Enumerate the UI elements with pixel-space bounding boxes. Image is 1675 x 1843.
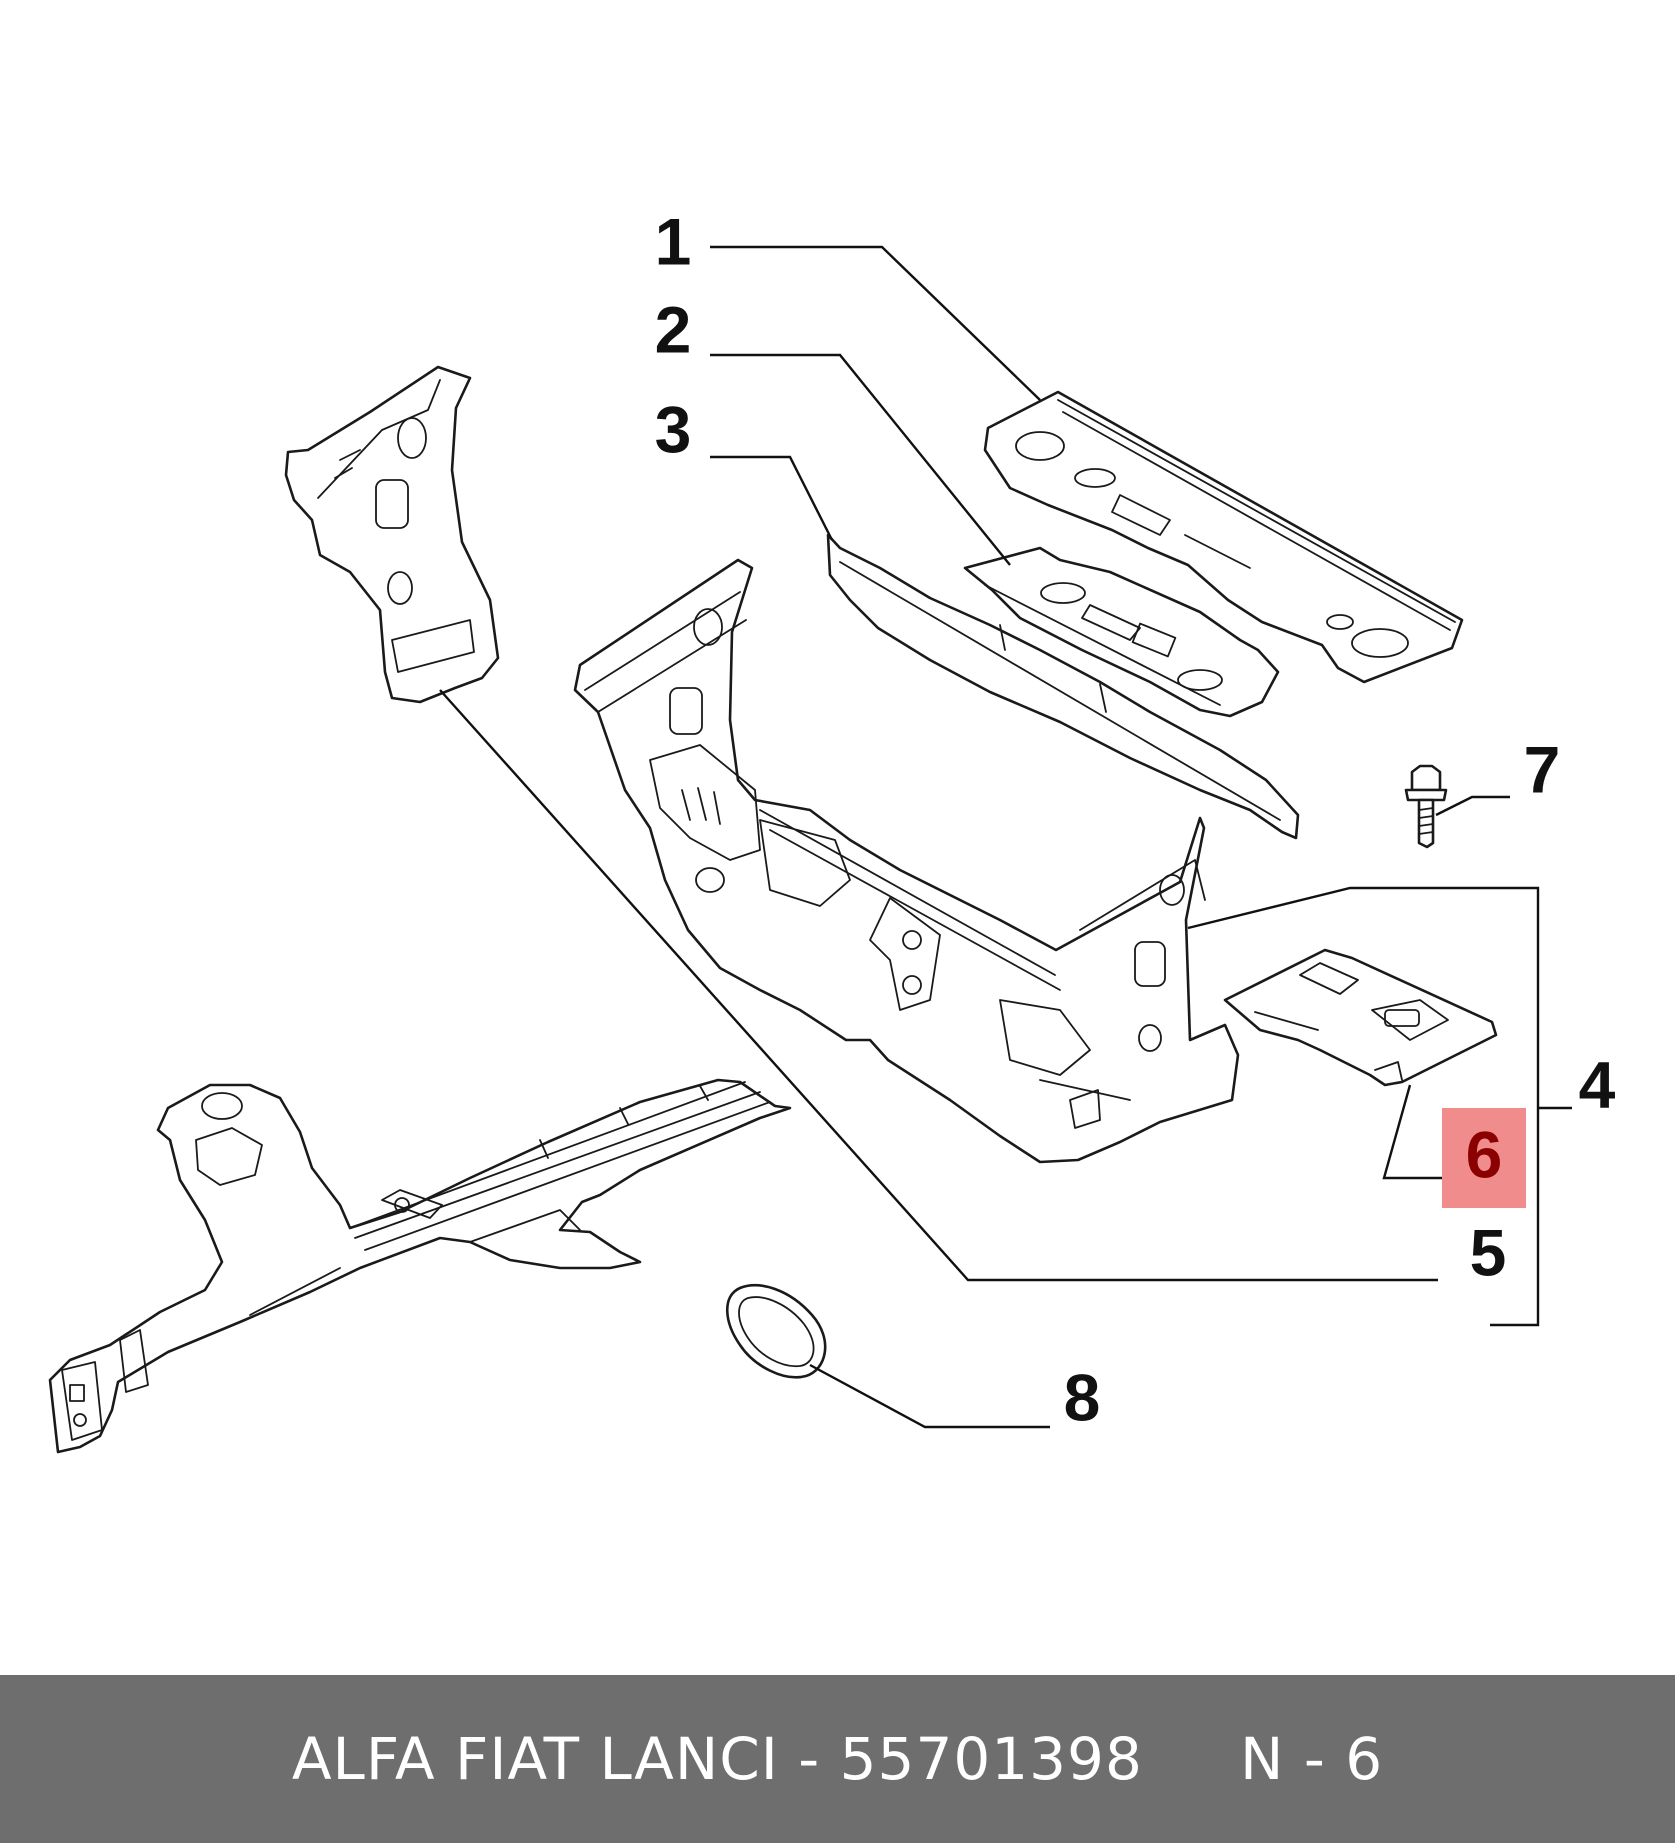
leader-8	[809, 1363, 1050, 1429]
leader-4	[1187, 886, 1540, 1327]
parts-diagram: 1 2 3 4 5 6 7 8	[48, 204, 1616, 1454]
part-3-lower-brace	[826, 533, 1300, 840]
leader-7	[1435, 795, 1510, 817]
footer-brand: ALFA FIAT LANCI	[291, 1725, 779, 1793]
footer-position-label: N - 6	[1240, 1725, 1384, 1793]
callout-7: 7	[1524, 732, 1561, 806]
part-1-upper-crossmember	[983, 390, 1464, 684]
leader-1	[710, 245, 1041, 401]
callout-5: 5	[1470, 1215, 1507, 1289]
callout-4: 4	[1579, 1047, 1616, 1121]
footer-part-number: 55701398	[839, 1725, 1143, 1793]
part-8-oval-plug	[726, 1284, 827, 1379]
callout-3: 3	[655, 392, 692, 466]
callout-6-highlight	[1442, 1108, 1526, 1208]
callout-8: 8	[1064, 1360, 1101, 1434]
callouts: 1 2 3 4 5 6 7 8	[655, 204, 1616, 1434]
leader-lines	[439, 245, 1572, 1429]
footer-caption: ALFA FIAT LANCI - 55701398 N - 6	[292, 1725, 1383, 1793]
part-5-side-pillar	[284, 365, 500, 704]
part-6-bracket	[1223, 948, 1498, 1087]
callout-1: 1	[655, 204, 692, 278]
footer-bar: ALFA FIAT LANCI - 55701398 N - 6	[0, 1675, 1675, 1843]
footer-separator: -	[798, 1725, 821, 1793]
leader-5	[439, 689, 1438, 1282]
part-2-middle-crossmember	[963, 546, 1280, 718]
leader-6	[1382, 1084, 1446, 1180]
part-7-bolt	[1404, 764, 1448, 849]
leader-2	[710, 353, 1011, 566]
callout-6: 6	[1466, 1117, 1503, 1191]
callout-2: 2	[655, 292, 692, 366]
leader-3	[710, 455, 834, 541]
part-4-dash-panel	[573, 558, 1240, 1164]
floor-side-member	[48, 1078, 792, 1454]
